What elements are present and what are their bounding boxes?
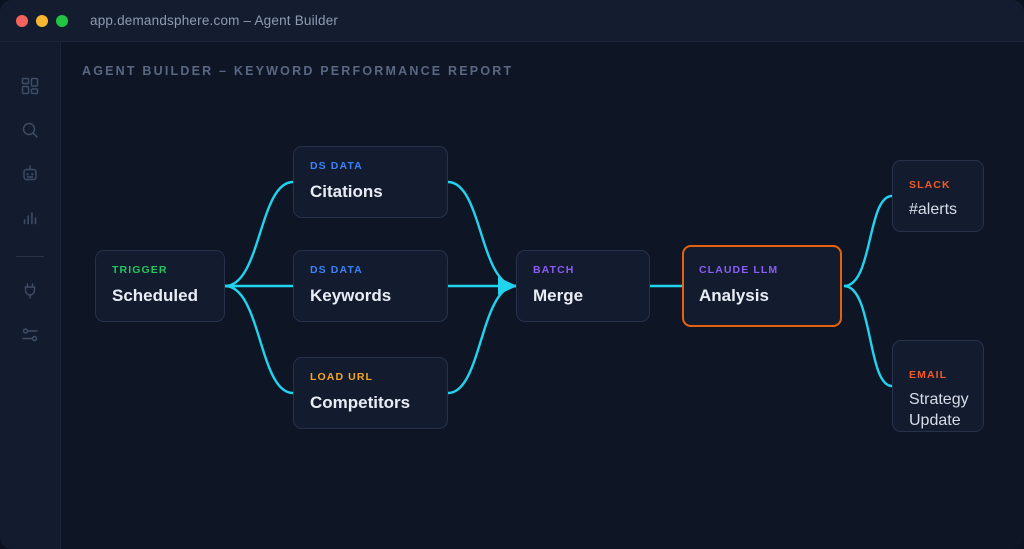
sidebar-item-search[interactable] [10,110,50,150]
node-title: Merge [533,285,584,305]
node-competitors[interactable]: LOAD URL Competitors [293,357,448,429]
edge-trigger-competitors [224,284,294,395]
sidebar-item-integrations[interactable] [10,271,50,311]
minimize-button[interactable] [36,14,48,27]
node-title: Strategy Update [909,391,969,429]
plug-icon [21,282,39,300]
node-title: Citations [310,181,383,201]
edge-citations-merge [447,180,517,288]
node-title: Analysis [699,285,769,305]
window-title: app.demandsphere.com – Agent Builder [90,13,339,28]
grid-icon [21,77,39,95]
node-analysis[interactable]: CLAUDE LLM Analysis [682,245,842,327]
node-kicker: DS DATA [310,263,363,276]
sidebar-item-agents[interactable] [10,154,50,194]
node-trigger[interactable]: TRIGGER Scheduled [95,250,225,322]
node-title: Competitors [310,392,411,412]
edge-analysis-slack [843,194,893,288]
sidebar-item-settings[interactable] [10,315,50,355]
flow-canvas[interactable]: AGENT BUILDER – KEYWORD PERFORMANCE REPO… [61,42,1024,549]
node-kicker: CLAUDE LLM [699,263,779,276]
node-email[interactable]: EMAIL Strategy Update [892,340,984,432]
sidebar-item-analytics[interactable] [10,198,50,238]
left-sidebar [0,42,61,549]
node-kicker: BATCH [533,263,575,276]
node-citations[interactable]: DS DATA Citations [293,146,448,218]
sliders-icon [21,326,39,344]
node-merge[interactable]: BATCH Merge [516,250,650,322]
edge-analysis-email [843,284,893,388]
page-title: AGENT BUILDER – KEYWORD PERFORMANCE REPO… [82,64,514,78]
node-kicker: LOAD URL [310,370,374,383]
edge-competitors-merge [447,284,517,395]
node-title: Scheduled [112,285,198,305]
window-titlebar: app.demandsphere.com – Agent Builder [0,0,1024,42]
bar-chart-icon [21,209,39,227]
search-icon [21,121,39,139]
close-button[interactable] [16,14,28,27]
node-slack[interactable]: SLACK #alerts [892,160,984,232]
node-kicker: SLACK [909,179,951,191]
node-kicker: DS DATA [310,159,363,172]
node-keywords[interactable]: DS DATA Keywords [293,250,448,322]
node-title: Keywords [310,285,392,305]
sidebar-item-dashboard[interactable] [10,66,50,106]
node-kicker: EMAIL [909,369,948,381]
edge-trigger-citations [224,180,294,288]
robot-icon [21,165,39,183]
node-kicker: TRIGGER [112,263,168,276]
sidebar-divider [16,256,44,257]
maximize-button[interactable] [56,14,68,27]
node-title: #alerts [909,201,958,218]
window-controls [16,14,68,27]
